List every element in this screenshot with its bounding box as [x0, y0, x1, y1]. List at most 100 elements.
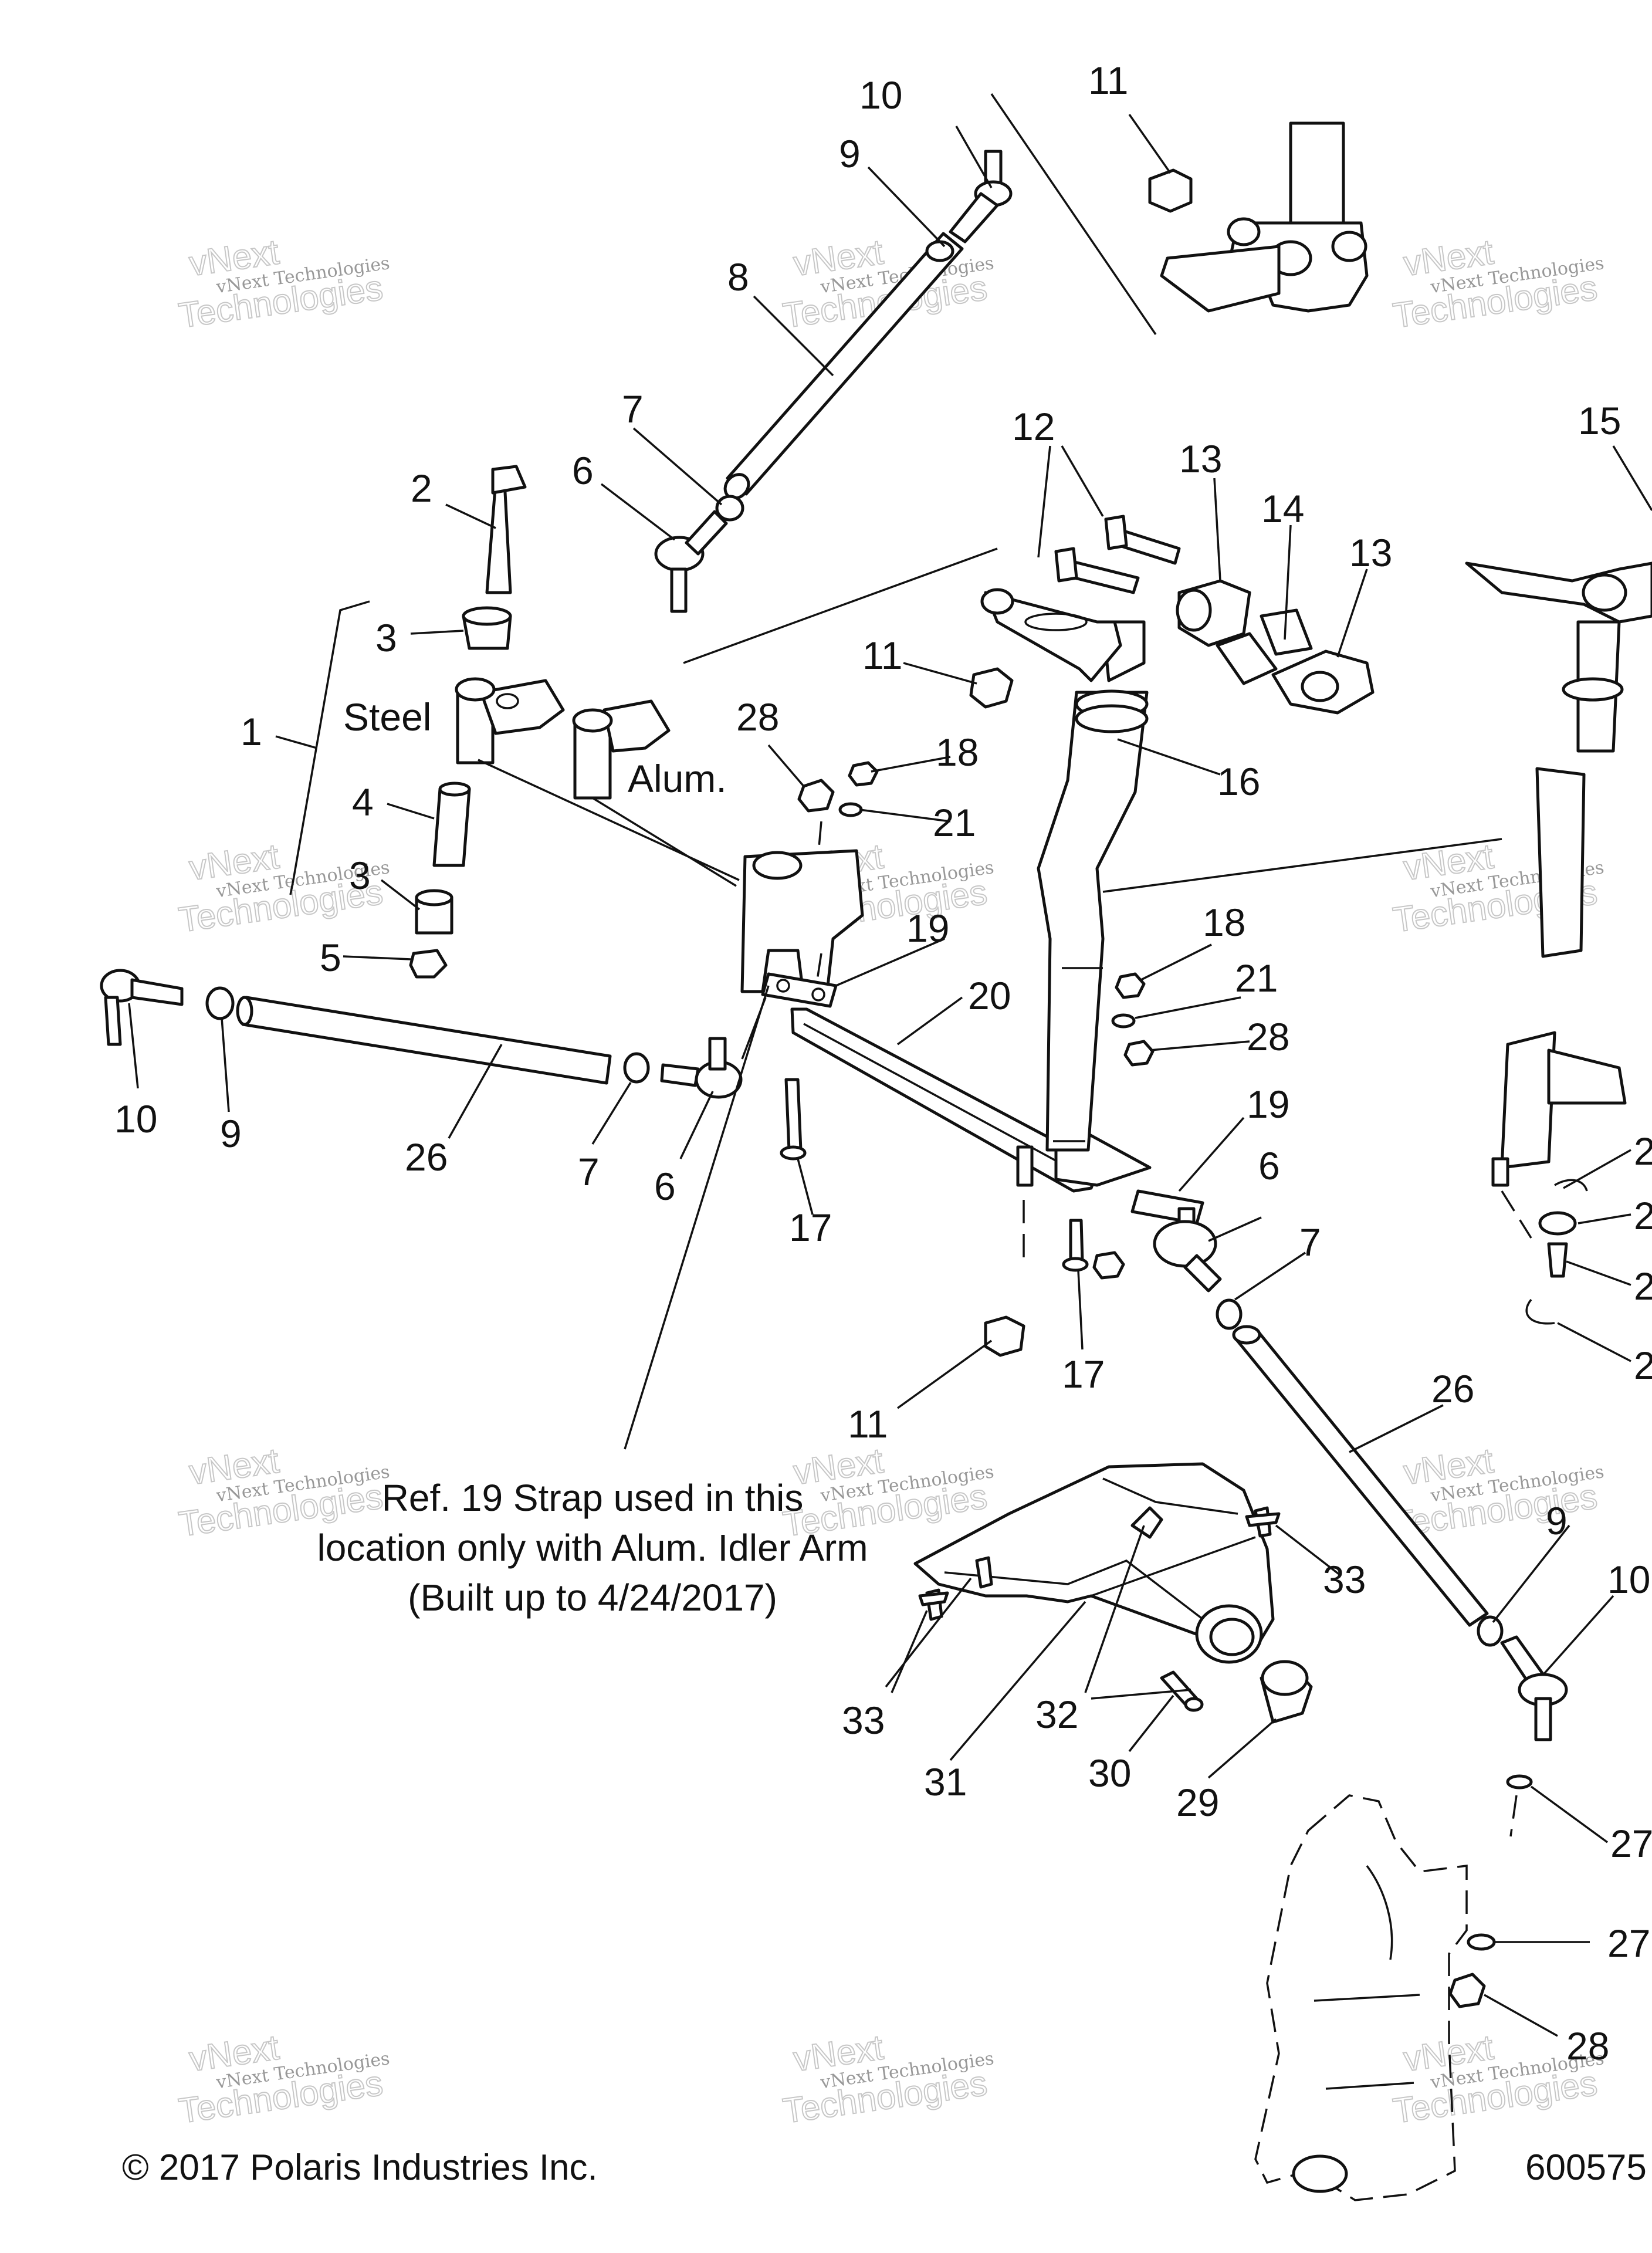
- callout: 21: [1235, 956, 1278, 1000]
- nut-28: [1448, 1973, 1486, 2008]
- callout: 11: [848, 1402, 888, 1446]
- copyright: © 2017 Polaris Industries Inc.: [122, 2147, 598, 2188]
- washer-27: [1467, 1933, 1496, 1951]
- washer-21: [1111, 1013, 1136, 1029]
- jam-nut-9: [205, 986, 235, 1020]
- callout: 29: [1176, 1781, 1219, 1824]
- callout: 13: [1349, 531, 1392, 574]
- push-rivet-33: [975, 1556, 993, 1589]
- callout: 28: [1247, 1015, 1289, 1058]
- shaft-couplers: [1054, 515, 1375, 715]
- svg-text:(Built up to 4/24/2017): (Built up to 4/24/2017): [408, 1577, 777, 1619]
- callout: 21: [933, 801, 976, 844]
- spacer-14: [1216, 632, 1278, 685]
- callout: 1: [241, 710, 262, 753]
- callout: 7: [1299, 1220, 1321, 1264]
- washer-21: [838, 802, 863, 817]
- watermark-grid: vNext vNext Technologies Technologies vN…: [175, 231, 1605, 2131]
- callout: 2: [1634, 1264, 1652, 1308]
- callout: 18: [936, 730, 979, 774]
- callout: 26: [1431, 1367, 1474, 1410]
- right-tie-rod-assembly: [1153, 1207, 1568, 1837]
- washer-27: [1506, 1774, 1533, 1789]
- callout: 28: [1566, 2024, 1609, 2068]
- steering-knuckle: [1254, 1794, 1496, 2201]
- callout: 2: [1634, 1344, 1652, 1387]
- tie-rod-end-6: [660, 1063, 700, 1087]
- tie-rod-end-6: [654, 510, 728, 613]
- fastener-32: [1130, 1506, 1163, 1539]
- flange-nut-11: [984, 1315, 1025, 1357]
- watermark: vNext vNext Technologies Technologies: [175, 2027, 391, 2131]
- callout: 3: [375, 616, 397, 659]
- callout: 27: [1607, 1922, 1650, 1965]
- callout: 18: [1203, 901, 1245, 944]
- callout: 13: [1179, 437, 1222, 481]
- steering-shaft-16: [969, 588, 1502, 1357]
- watermark: vNext vNext Technologies Technologies: [1390, 231, 1605, 336]
- jam-nut-7: [715, 495, 744, 522]
- nut-18: [848, 761, 879, 787]
- jam-nut-9: [925, 240, 954, 262]
- callout: 16: [1217, 760, 1260, 803]
- callout: 10: [114, 1097, 157, 1141]
- idler-arm-assembly: [289, 465, 864, 999]
- steering-column-mount: [1148, 121, 1369, 313]
- tie-rod-end-10: [949, 150, 1013, 243]
- bolt-17: [784, 1078, 803, 1152]
- callout: 33: [1323, 1558, 1366, 1601]
- nut-5: [409, 949, 448, 979]
- jam-nut-9: [1477, 1615, 1504, 1647]
- nut-28: [797, 779, 835, 813]
- callout: 3: [349, 854, 371, 897]
- callout: 15: [1578, 399, 1621, 442]
- callout: 7: [622, 387, 644, 431]
- svg-text:Ref. 19 Strap used in this: Ref. 19 Strap used in this: [382, 1477, 804, 1519]
- top-tie-rod-assembly: [654, 93, 1157, 664]
- callout: 2: [1634, 1129, 1652, 1173]
- nut-18: [1115, 972, 1146, 999]
- right-steering-column: [1465, 561, 1652, 1325]
- callout: 33: [842, 1699, 885, 1742]
- callout: 5: [320, 936, 341, 979]
- watermark: vNext vNext Technologies Technologies: [175, 231, 391, 336]
- callout: 6: [572, 449, 594, 492]
- callout: 7: [578, 1150, 600, 1193]
- watermark: vNext vNext Technologies Technologies: [780, 2027, 995, 2131]
- jam-nut-7: [1216, 1298, 1243, 1330]
- callout: 26: [405, 1135, 448, 1179]
- callout: 6: [654, 1165, 676, 1208]
- callout: 17: [1062, 1352, 1105, 1396]
- callout: 28: [736, 695, 779, 739]
- callout: 11: [1088, 59, 1129, 102]
- strap-note: Ref. 19 Strap used in this location only…: [317, 1477, 868, 1619]
- callout: 10: [1607, 1558, 1650, 1601]
- callout: 27: [1610, 1822, 1652, 1865]
- bolt-2: [485, 479, 512, 594]
- jam-nut-7: [623, 1052, 650, 1084]
- callout: 2: [411, 466, 432, 510]
- svg-text:location only with Alum. Idler: location only with Alum. Idler Arm: [317, 1527, 868, 1569]
- left-tie-rod-assembly: [100, 969, 743, 1099]
- flange-nut-11: [1148, 168, 1193, 213]
- steering-cover-assembly: [913, 1462, 1313, 1724]
- callout: 4: [352, 780, 374, 824]
- callout: 31: [924, 1760, 967, 1804]
- callout: 8: [727, 255, 749, 299]
- callout: 9: [1546, 1499, 1568, 1542]
- callout: 2: [1634, 1194, 1652, 1237]
- tie-rod-26: [241, 996, 612, 1085]
- callout-numbers: 10 9 11 8 7 6 2 3 12 13 14 13 15 11 1 28…: [114, 59, 1652, 2068]
- bushing-4: [432, 787, 471, 867]
- callout: 19: [906, 906, 949, 950]
- strap-19: [761, 972, 838, 1008]
- callout: 14: [1261, 487, 1304, 530]
- nut-28: [1123, 1040, 1155, 1067]
- callout: 9: [220, 1112, 242, 1155]
- drawing-number: 600575: [1525, 2147, 1647, 2188]
- label-alum: Alum.: [628, 757, 727, 800]
- bolt-17: [1069, 1219, 1084, 1263]
- leader-lines: [128, 113, 1652, 2037]
- callout: 9: [839, 132, 861, 175]
